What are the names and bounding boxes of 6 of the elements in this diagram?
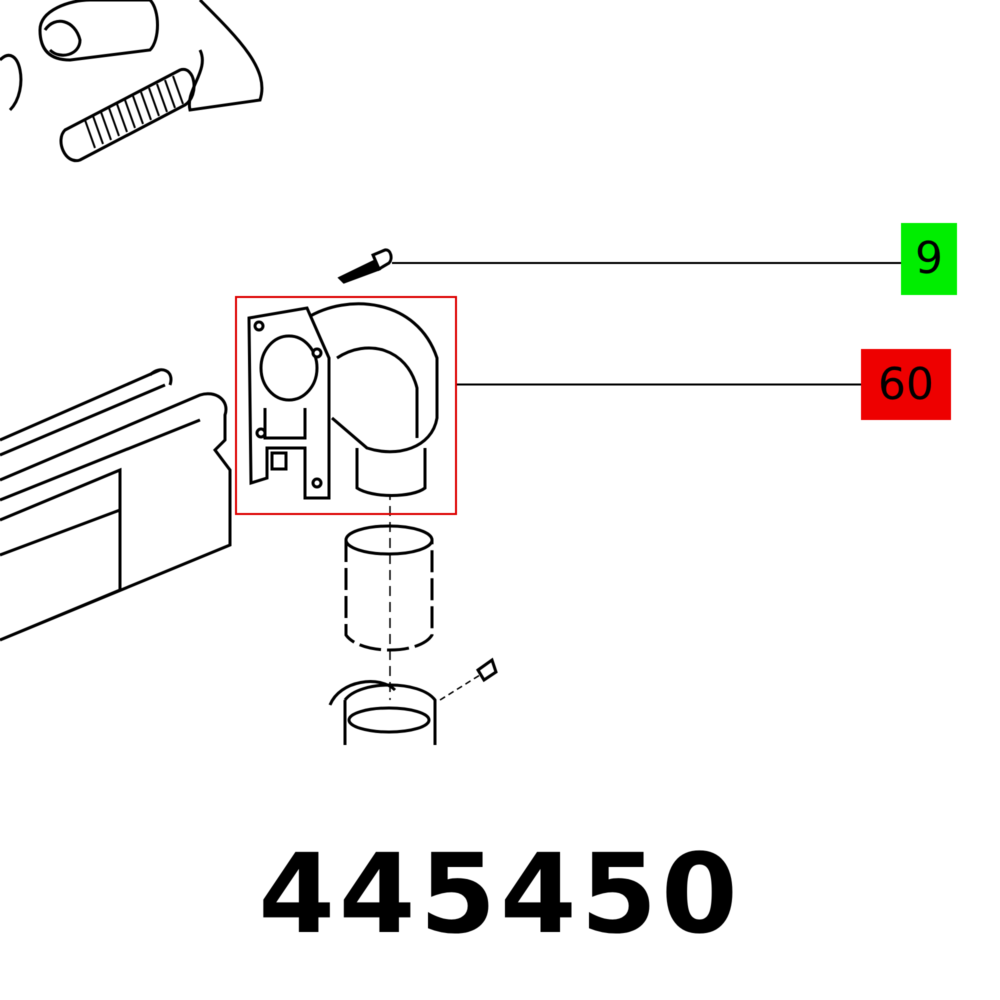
elbow-fitting-drawing [235, 296, 457, 515]
leader-line [457, 384, 861, 386]
callout-number: 9 [901, 223, 957, 295]
leader-line [392, 262, 901, 264]
part-number: 445450 [258, 839, 742, 949]
callout-number: 60 [861, 349, 951, 420]
